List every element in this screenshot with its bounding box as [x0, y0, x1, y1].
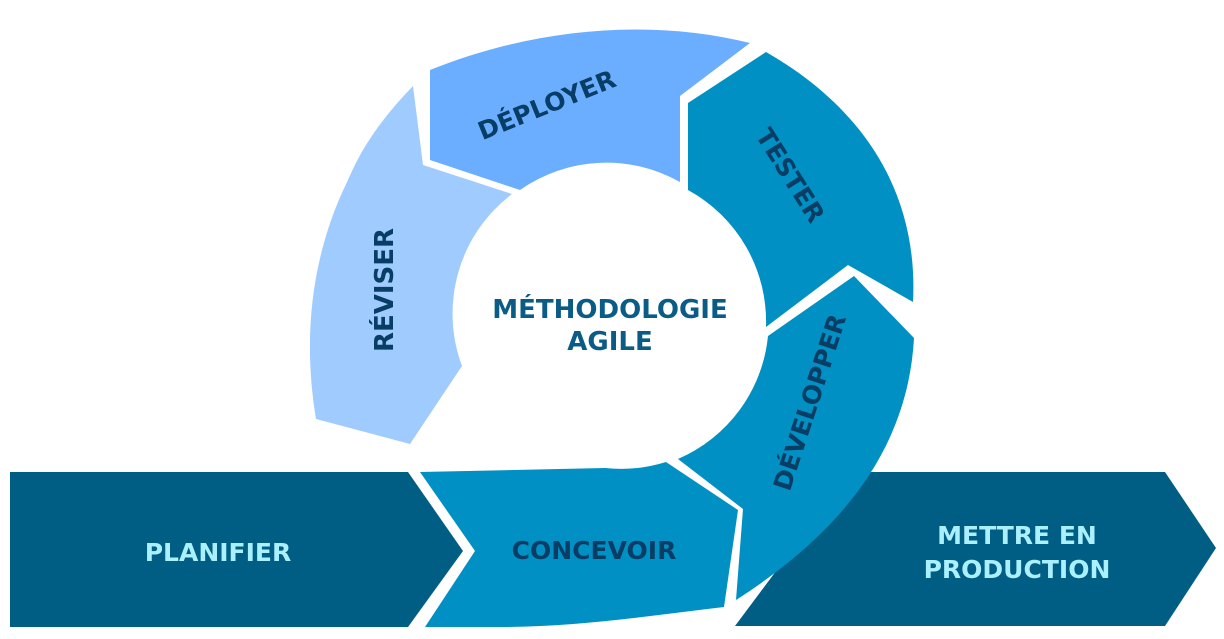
release-banner: [735, 472, 1216, 626]
design-label: CONCEVOIR: [512, 536, 677, 565]
review-segment: [309, 86, 512, 444]
design-segment: [420, 462, 738, 627]
deploy-segment: [430, 29, 750, 190]
develop-segment: [678, 276, 914, 600]
release-label-line1: METTRE EN: [937, 521, 1097, 550]
center-title-line1: MÉTHODOLOGIE: [492, 293, 727, 325]
center-title-line2: AGILE: [567, 327, 652, 357]
release-label-line2: PRODUCTION: [924, 555, 1111, 584]
review-label: RÉVISER: [368, 228, 400, 352]
plan-label: PLANIFIER: [145, 538, 292, 567]
plan-banner: [10, 472, 463, 627]
test-segment: [688, 52, 914, 327]
